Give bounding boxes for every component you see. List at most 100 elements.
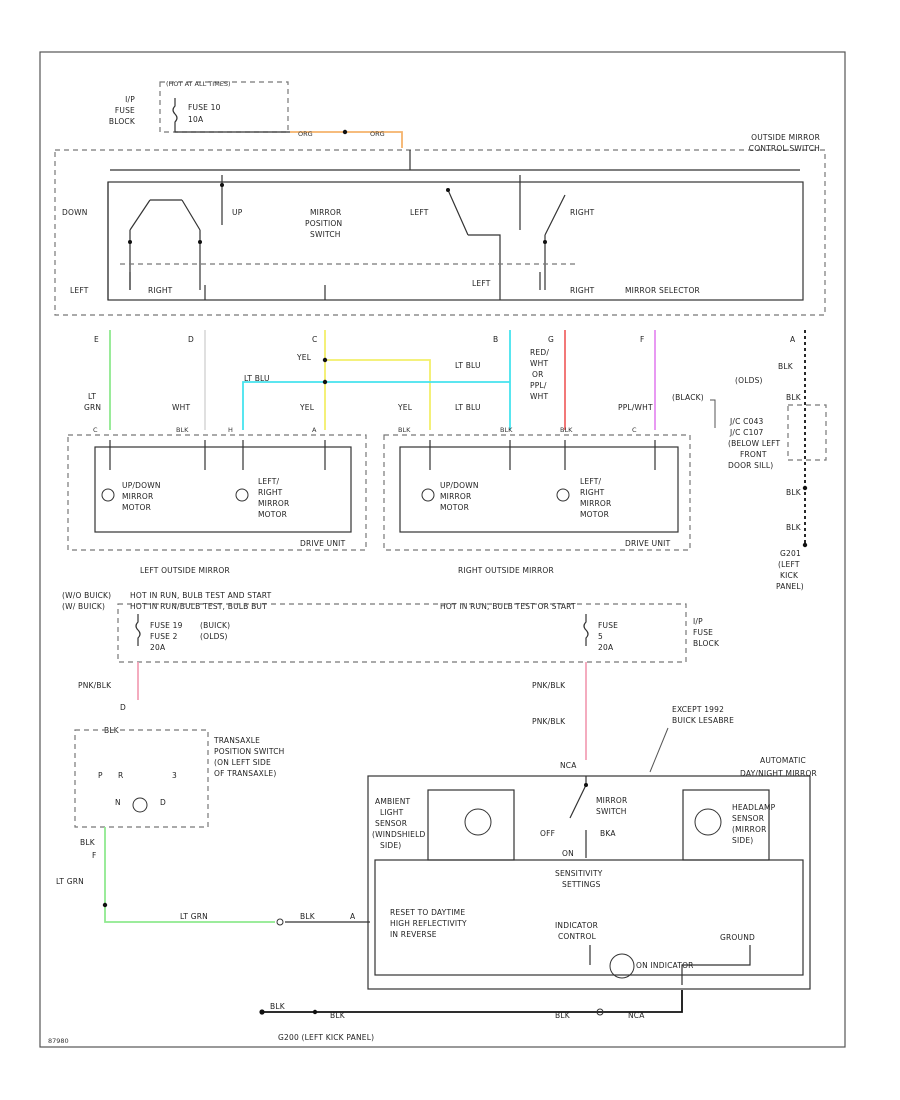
sw-dot-3 bbox=[220, 183, 224, 187]
nca-label-2: NCA bbox=[628, 1011, 645, 1020]
left-drive-unit-box bbox=[94, 446, 352, 533]
transaxle-position-switch bbox=[74, 729, 209, 828]
redwht-label-3: OR bbox=[532, 370, 544, 379]
left-updown-label-1: UP/DOWN bbox=[122, 481, 161, 490]
org-junction-dot bbox=[342, 129, 348, 135]
g200-dot bbox=[259, 1009, 265, 1015]
sensitivity-label-2: SETTINGS bbox=[562, 880, 601, 889]
ip-fuse-block-lower bbox=[117, 603, 687, 663]
yel-label-2: YEL bbox=[299, 403, 315, 412]
buick-header-1: (W/O BUICK) bbox=[62, 591, 111, 600]
right-outside-mirror-box bbox=[383, 434, 691, 551]
wire-ltblu-left bbox=[242, 381, 510, 430]
fuse-label: FUSE bbox=[115, 106, 135, 115]
right-drive-unit-label: DRIVE UNIT bbox=[625, 539, 671, 548]
transaxle-label-2: POSITION SWITCH bbox=[214, 747, 285, 756]
left-right-switch bbox=[447, 175, 566, 300]
conn-label-4: FRONT bbox=[740, 450, 767, 459]
pin-d2: D bbox=[120, 703, 126, 712]
left-pin-h: H bbox=[228, 426, 233, 434]
pin-e: E bbox=[94, 335, 99, 344]
headlamp-label-2: SENSOR bbox=[732, 814, 764, 823]
yel-splice-dot bbox=[322, 357, 328, 363]
right-lr-label-4: MOTOR bbox=[580, 510, 609, 519]
wire-yel-cross bbox=[325, 359, 431, 430]
blk-bottom-label-2: BLK bbox=[330, 1011, 346, 1020]
fuse10-amp-label: 10A bbox=[188, 115, 204, 124]
g201-label-3: KICK bbox=[780, 571, 799, 580]
left-lr-label-4: MOTOR bbox=[258, 510, 287, 519]
automatic-day-night-mirror bbox=[367, 775, 811, 990]
right-updown-label-2: MIRROR bbox=[440, 492, 471, 501]
ltblu-label-3: LT BLU bbox=[455, 403, 481, 412]
fuse5-symbol bbox=[583, 614, 589, 646]
blk-label-2: BLK bbox=[786, 393, 802, 402]
redwht-label-2: WHT bbox=[530, 359, 548, 368]
fuse5-label-1: FUSE bbox=[598, 621, 618, 630]
org-label-1: ORG bbox=[298, 130, 313, 138]
ltgrn-label-2: GRN bbox=[84, 403, 101, 412]
redwht-label-5: WHT bbox=[530, 392, 548, 401]
down-label: DOWN bbox=[62, 208, 88, 217]
blk-bottom-dot bbox=[312, 1009, 318, 1015]
pin-f: F bbox=[640, 335, 645, 344]
on-label-2: ON bbox=[562, 849, 574, 858]
sw-dot-5 bbox=[543, 240, 547, 244]
hot-bulb-label-2: HOT IN RUN/BULB TEST, BULB BUT bbox=[130, 602, 267, 611]
ground-label: GROUND bbox=[720, 933, 755, 942]
left-motor-contacts bbox=[109, 440, 326, 470]
ltgrn-connector-icon bbox=[276, 918, 284, 926]
selector-left-label-2: LEFT bbox=[472, 279, 491, 288]
blk-label-4: BLK bbox=[786, 523, 802, 532]
ip-label: I/P bbox=[125, 95, 135, 104]
right-drive-unit-box bbox=[399, 446, 679, 533]
olds-ref-line bbox=[710, 399, 716, 428]
g201-label-1: G201 bbox=[780, 549, 801, 558]
headlamp-label-3: (MIRROR bbox=[732, 825, 767, 834]
conn-label-3: (BELOW LEFT bbox=[728, 439, 781, 448]
ambient-label-1: AMBIENT bbox=[375, 797, 411, 806]
redwht-label-4: PPL/ bbox=[530, 381, 547, 390]
indicator-circuit bbox=[589, 945, 751, 985]
left-pin-blk-1: BLK bbox=[176, 426, 189, 434]
blk-label-3: BLK bbox=[786, 488, 802, 497]
mirror-switch bbox=[569, 776, 587, 858]
transaxle-label-1: TRANSAXLE bbox=[213, 736, 260, 745]
org-label-2: ORG bbox=[370, 130, 385, 138]
left-updown-motor-icon bbox=[101, 488, 115, 502]
pin-a2: A bbox=[350, 912, 356, 921]
reset-label-2: HIGH REFLECTIVITY bbox=[390, 919, 467, 928]
pin-c: C bbox=[312, 335, 317, 344]
right-updown-label-3: MOTOR bbox=[440, 503, 469, 512]
ip-label-right: I/P bbox=[693, 617, 703, 626]
ambient-light-sensor-box bbox=[427, 789, 515, 861]
right-updown-motor-icon bbox=[421, 488, 435, 502]
pos-d: D bbox=[160, 798, 166, 807]
auto-mirror-label-1: AUTOMATIC bbox=[760, 756, 806, 765]
conn-label-5: DOOR SILL) bbox=[728, 461, 773, 470]
right-motor-contacts bbox=[429, 440, 656, 470]
fuse5-label-3: 20A bbox=[598, 643, 614, 652]
left-pin-c: C bbox=[93, 426, 98, 434]
ltgrn-dot bbox=[102, 902, 108, 908]
pos-p: P bbox=[98, 771, 103, 780]
ip-fuse-block-top bbox=[159, 81, 289, 133]
ltblu-label-1: LT BLU bbox=[244, 374, 270, 383]
fuse19-label: FUSE 19 bbox=[150, 621, 183, 630]
fuse-label-right: FUSE bbox=[693, 628, 713, 637]
nca-label-1: NCA bbox=[560, 761, 577, 770]
fuse19-symbol bbox=[135, 614, 141, 646]
left-outside-mirror-box bbox=[67, 434, 367, 551]
mirror-selector-label: MIRROR SELECTOR bbox=[625, 286, 700, 295]
block-label: BLOCK bbox=[109, 117, 136, 126]
fuse-olds-label: (OLDS) bbox=[200, 632, 228, 641]
switch-internal-bus bbox=[107, 150, 800, 300]
blk-bottom-label-1: BLK bbox=[270, 1002, 286, 1011]
block-label-right: BLOCK bbox=[693, 639, 720, 648]
selector-right-label-2: RIGHT bbox=[570, 286, 595, 295]
right-lr-label-1: LEFT/ bbox=[580, 477, 601, 486]
left-drive-unit-label: DRIVE UNIT bbox=[300, 539, 346, 548]
transaxle-switch-icon bbox=[132, 797, 148, 813]
auto-mirror-label-2: DAY/NIGHT MIRROR bbox=[740, 769, 817, 778]
right-outside-mirror-label: RIGHT OUTSIDE MIRROR bbox=[458, 566, 554, 575]
